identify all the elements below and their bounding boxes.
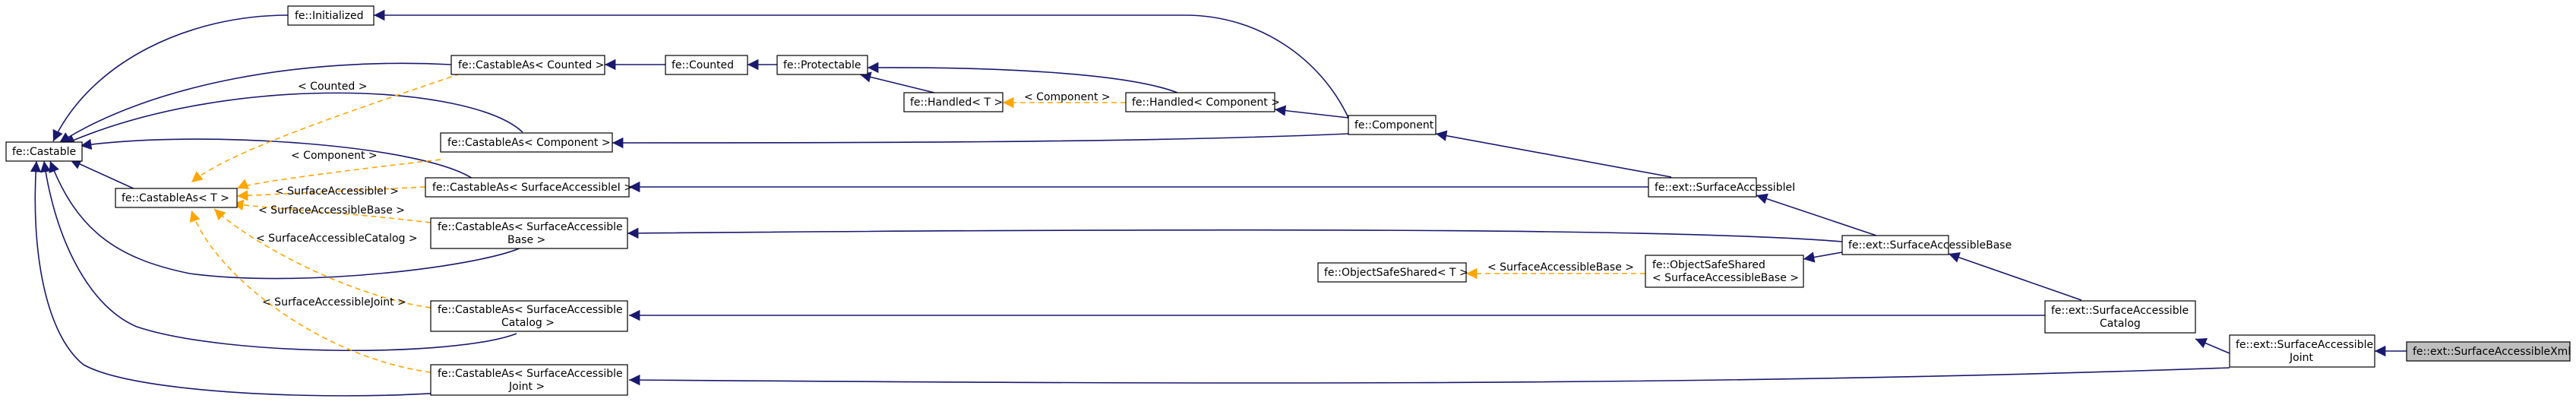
class-node-castableas-sab[interactable]: fe::CastableAs< SurfaceAccessible Base > [430,217,628,249]
class-node-component[interactable]: fe::Component [1348,115,1437,135]
node-layer: fe::Initialized fe::Castable fe::Castabl… [5,5,2571,396]
class-node-surfaceaccessiblecatalog[interactable]: fe::ext::SurfaceAccessible Catalog [2044,300,2196,334]
class-label: fe::CastableAs< SurfaceAccessibleI > [432,182,633,194]
class-node-castableas-counted[interactable]: fe::CastableAs< Counted > [450,55,605,75]
edge-label-sac: < SurfaceAccessibleCatalog > [256,233,418,245]
tmpl-edge-component [236,159,441,189]
class-node-surfaceaccessiblejoint[interactable]: fe::ext::SurfaceAccessible Joint [2229,334,2375,368]
edge-label-layer: < Counted > < Component > < SurfaceAcces… [256,81,1634,308]
class-label-line2: < SurfaceAccessibleBase > [1652,272,1799,284]
class-label-line2: Base > [507,234,545,246]
class-label: fe::Castable [12,146,76,158]
edge-castableas-counted-to-castable [58,62,452,144]
edge-castableas-sai-to-castable [80,138,476,181]
edge-sab-to-objectsafeshared-sab [1803,252,1843,263]
edge-label-handled-component: < Component > [1024,91,1111,103]
class-node-objectsafeshared-t[interactable]: fe::ObjectSafeShared< T > [1317,262,1468,283]
class-node-castable[interactable]: fe::Castable [5,141,83,162]
edge-label-sab: < SurfaceAccessibleBase > [258,204,405,217]
class-label: fe::CastableAs< Component > [447,137,611,149]
class-node-castableas-t[interactable]: fe::CastableAs< T > [115,188,238,208]
class-label: fe::ext::SurfaceAccessibleI [1655,182,1795,194]
class-label-line2: Catalog [2100,318,2141,330]
edge-handled-component-to-protectable [867,62,1178,93]
class-label: fe::CastableAs< SurfaceAccessible [438,221,623,233]
class-node-castableas-component[interactable]: fe::CastableAs< Component > [440,132,613,153]
edge-sai-to-component [1435,130,1672,178]
class-label-line2: Joint > [508,381,545,393]
class-label: fe::Handled< T > [910,97,1003,109]
class-node-surfaceaccessiblexml[interactable]: fe::ext::SurfaceAccessibleXml [2406,341,2571,362]
class-node-counted[interactable]: fe::Counted [665,55,748,75]
edge-label-counted: < Counted > [298,81,367,93]
class-label: fe::Protectable [783,59,861,71]
class-label: fe::ext::SurfaceAccessible [2236,339,2373,351]
tmpl-edge-sac [213,208,431,308]
class-node-objectsafeshared-sab[interactable]: fe::ObjectSafeShared < SurfaceAccessible… [1645,255,1804,288]
class-label: fe::CastableAs< SurfaceAccessible [438,304,623,316]
class-label: fe::Handled< Component > [1132,97,1280,109]
class-node-surfaceaccessiblebase[interactable]: fe::ext::SurfaceAccessibleBase [1841,235,2012,255]
class-label: fe::CastableAs< Counted > [458,59,604,71]
class-label: fe::CastableAs< T > [122,192,229,204]
edge-castableas-saj-to-castable [30,160,525,397]
class-node-protectable[interactable]: fe::Protectable [776,55,868,75]
class-node-castableas-sac[interactable]: fe::CastableAs< SurfaceAccessible Catalo… [430,300,628,332]
class-label-line2: Catalog > [501,317,555,329]
edge-catalog-to-sab [1948,252,2082,301]
class-label-line2: Joint [2289,352,2313,364]
edge-handled-t-to-protectable [859,71,935,93]
class-node-handled-t[interactable]: fe::Handled< T > [903,92,1004,112]
class-label: fe::Counted [672,59,734,71]
edge-component-to-castableas-component [612,133,1349,149]
edge-component-to-handled-component [1274,105,1349,119]
class-label: fe::ObjectSafeShared [1652,259,1765,271]
edge-joint-to-catalog [2195,337,2230,354]
class-node-initialized[interactable]: fe::Initialized [287,5,375,26]
edge-castableas-sab-to-castable [49,160,525,280]
class-label: fe::Component [1354,119,1434,131]
class-label: fe::ext::SurfaceAccessibleBase [1848,239,2012,252]
edge-layer [30,9,2407,397]
edge-label-objectsafe-sab: < SurfaceAccessibleBase > [1487,261,1634,274]
edge-sab-to-castableas-sab [627,227,1843,242]
class-label: fe::ext::SurfaceAccessibleXml [2413,346,2571,358]
tmpl-edge-counted [191,73,461,183]
class-label: fe::ext::SurfaceAccessible [2051,305,2189,317]
class-node-castableas-sai[interactable]: fe::CastableAs< SurfaceAccessibleI > [425,177,633,198]
tmpl-edge-sab [232,199,431,223]
edge-castableas-t-to-castable [69,159,137,191]
edge-joint-to-castableas-saj [628,367,2230,386]
class-label: fe::ObjectSafeShared< T > [1324,267,1468,279]
edge-initialized-to-castable [52,14,289,142]
edge-castableas-sac-to-castable [40,160,517,352]
class-node-handled-component[interactable]: fe::Handled< Component > [1125,92,1280,112]
class-node-surfaceaccessiblei[interactable]: fe::ext::SurfaceAccessibleI [1648,177,1795,198]
tmpl-edge-sai [236,186,426,201]
edge-label-sai: < SurfaceAccessibleI > [275,185,399,198]
class-node-castableas-saj[interactable]: fe::CastableAs< SurfaceAccessible Joint … [430,364,628,396]
edge-label-saj: < SurfaceAccessibleJoint > [262,296,406,308]
edge-label-component: < Component > [291,150,378,162]
class-label: fe::CastableAs< SurfaceAccessible [438,368,623,380]
class-label: fe::Initialized [295,10,363,22]
edge-castableas-component-to-castable [63,92,523,145]
edge-component-to-initialized [374,9,1349,119]
tmpl-edge-saj [189,210,431,373]
edge-sab-to-sai [1756,193,1877,236]
